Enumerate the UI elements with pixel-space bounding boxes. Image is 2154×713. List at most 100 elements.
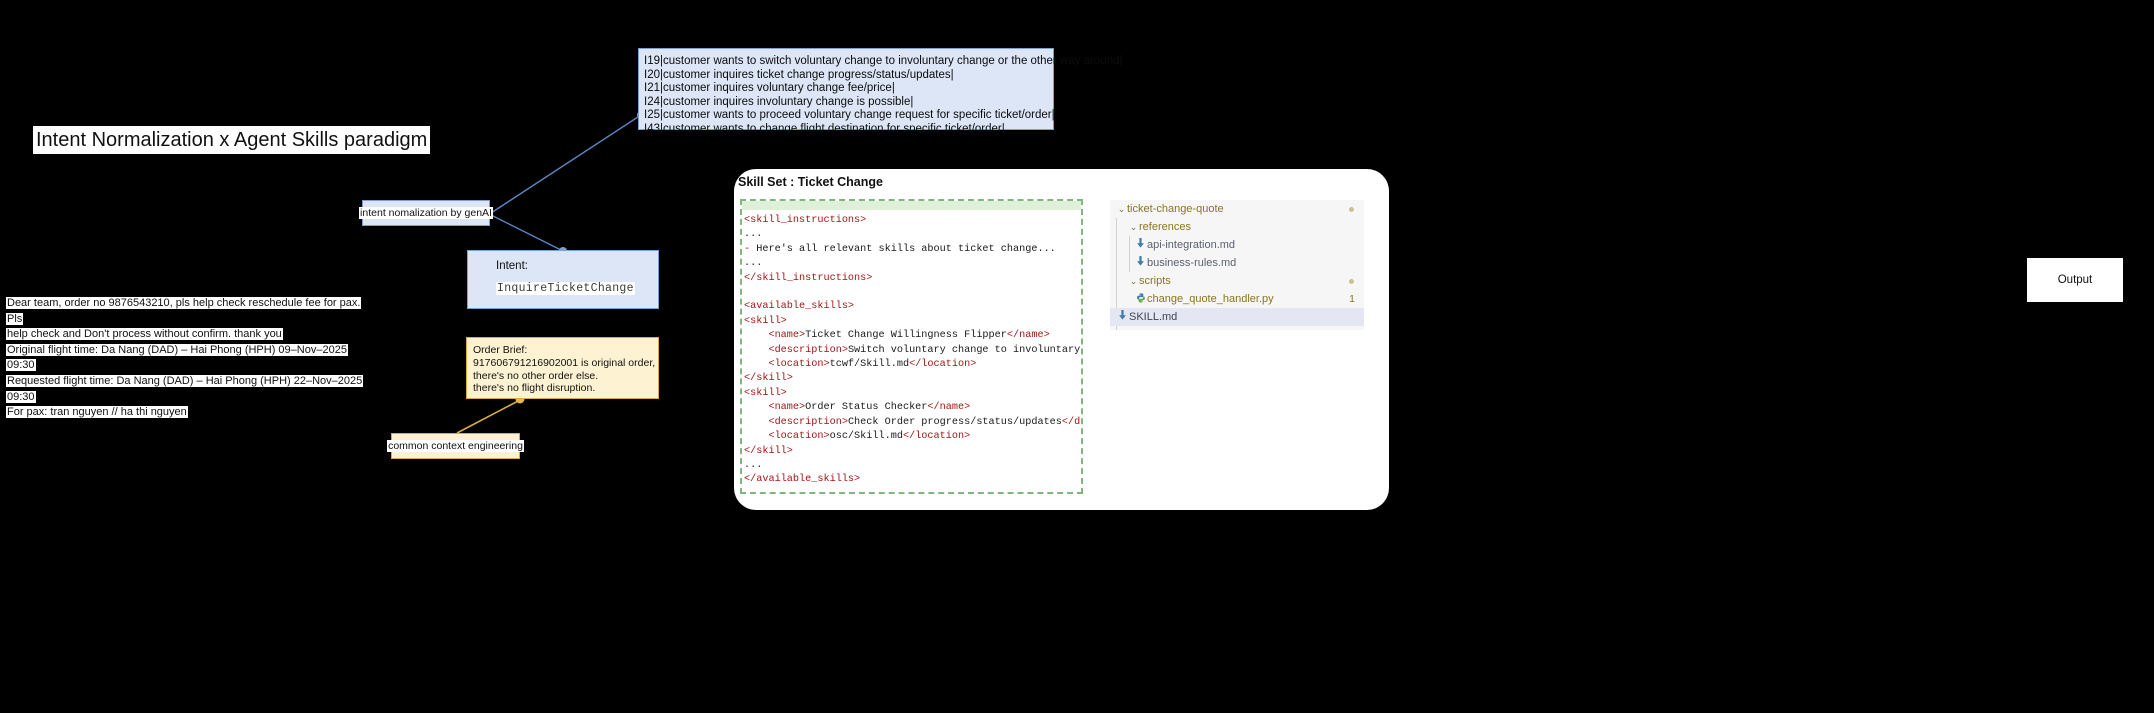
python-file-icon	[1134, 292, 1147, 306]
tree-item-label: ticket-change-quote	[1127, 203, 1224, 215]
email-line: Requested flight time: Da Nang (DAD) – H…	[6, 374, 364, 387]
tree-row-scripts[interactable]: ⌄scripts	[1110, 272, 1364, 290]
skill-instructions-code-block: <skill_instructions>...- Here's all rele…	[740, 199, 1083, 494]
page-title: Intent Normalization x Agent Skills para…	[33, 126, 431, 154]
code-token-tag: <description>	[744, 416, 848, 428]
code-token-txt: tcwf/Skill.md	[829, 359, 910, 371]
code-token-tag: <skill_instructions>	[744, 215, 867, 226]
code-line: <skill_instructions>	[744, 214, 1081, 228]
tree-guide-line	[1129, 236, 1130, 272]
code-line: <available_skills>	[744, 300, 1081, 314]
skill-set-panel-title: Skill Set : Ticket Change	[738, 175, 883, 189]
code-token-txt: Switch voluntary change to involuntary c…	[847, 344, 1083, 356]
code-line: <name>Ticket Change Willingness Flipper<…	[744, 329, 1081, 343]
tree-row-business-rules-md[interactable]: business-rules.md	[1110, 254, 1364, 272]
code-token-tag: <location>	[744, 431, 830, 443]
code-line	[744, 286, 1081, 300]
status-dot-badge	[1349, 278, 1354, 284]
code-token-tag: <available_skills>	[744, 301, 855, 313]
intent-label: Intent:	[496, 260, 528, 272]
code-token-txt: Check Order progress/status/updates	[847, 416, 1062, 428]
intent-normalization-node: intent nomalization by genAI	[359, 200, 493, 226]
code-token-tag: <skill>	[744, 387, 787, 399]
code-token-tag: <name>	[744, 402, 806, 414]
customer-request-text: Dear team, order no 9876543210, pls help…	[6, 296, 366, 421]
intent-list-row: I21|customer inquires voluntary change f…	[644, 82, 895, 95]
count-badge: 1	[1349, 293, 1355, 305]
code-line: </skill>	[744, 372, 1081, 386]
code-token-tag: <location>	[744, 359, 830, 371]
code-token-dots: ...	[744, 258, 763, 270]
tree-row-ticket-change-quote[interactable]: ⌄ticket-change-quote	[1110, 200, 1364, 218]
chevron-down-icon[interactable]: ⌄	[1129, 275, 1138, 286]
tree-row-api-integration-md[interactable]: api-integration.md	[1110, 236, 1364, 254]
code-token-tag: <skill>	[744, 315, 787, 327]
code-token-txt: Order Status Checker	[805, 402, 928, 414]
intent-list-row: I24|customer inquires involuntary change…	[644, 95, 914, 108]
code-token-tag: -	[744, 243, 757, 255]
tree-row-skill-md[interactable]: SKILL.md	[1110, 308, 1364, 326]
code-line: <skill>	[744, 315, 1081, 329]
intent-value: InquireTicketChange	[496, 282, 635, 295]
code-token-tag: </skill>	[744, 373, 793, 385]
code-line: </available_skills>	[744, 473, 1081, 487]
code-line: ...	[744, 228, 1081, 242]
code-line: - Here's all relevant skills about ticke…	[744, 243, 1081, 257]
code-line: <description>Check Order progress/status…	[744, 416, 1081, 430]
connector-genai-to-intent-box	[490, 214, 564, 252]
tree-row-references[interactable]: ⌄references	[1110, 218, 1364, 236]
email-line: help check and Don't process without con…	[6, 328, 283, 341]
code-line: <location>tcwf/Skill.md</location>	[744, 358, 1081, 372]
output-node: Output	[2027, 258, 2123, 302]
normalized-intent-list: I19|customer wants to switch voluntary c…	[638, 48, 1123, 135]
chevron-down-icon[interactable]: ⌄	[1129, 221, 1138, 232]
output-label: Output	[2057, 274, 2093, 286]
tree-item-label: references	[1139, 221, 1191, 233]
code-token-tag: </name>	[927, 402, 971, 414]
intent-list-row: I20|customer inquires ticket change prog…	[644, 68, 954, 81]
code-line: <name>Order Status Checker</name>	[744, 401, 1081, 415]
code-lines-container: <skill_instructions>...- Here's all rele…	[742, 210, 1081, 488]
code-token-tag: </available_skills>	[744, 474, 861, 486]
code-token-dots: ...	[744, 459, 763, 471]
markdown-file-icon	[1134, 238, 1147, 252]
order-brief-line: there's no flight disruption.	[473, 382, 596, 395]
code-token-txt: Ticket Change Willingness Flipper	[805, 330, 1007, 342]
chevron-down-icon[interactable]: ⌄	[1117, 203, 1126, 214]
code-token-tag: </location>	[902, 431, 971, 443]
code-line: <description>Switch voluntary change to …	[744, 344, 1081, 358]
code-token-tag: <name>	[744, 330, 806, 342]
intent-list-row: I19|customer wants to switch voluntary c…	[644, 55, 1123, 67]
email-line: Dear team, order no 9876543210, pls help…	[6, 297, 362, 325]
order-brief-line: there's no other order else.	[473, 369, 599, 382]
connector-genai-to-intent-list	[490, 114, 642, 214]
order-brief-note: Order Brief: 917606791216902001 is origi…	[466, 337, 659, 399]
tree-item-label: api-integration.md	[1147, 239, 1236, 251]
code-line: ...	[744, 459, 1081, 473]
order-brief-line: Order Brief:	[473, 344, 528, 356]
email-line: For pax: tran nguyen // ha thi nguyen	[6, 406, 188, 419]
code-token-tag: </skill>	[744, 445, 793, 457]
code-token-tag: </location>	[909, 359, 977, 371]
common-context-engineering-label: common context engineering	[387, 440, 524, 452]
email-line: 09:30	[6, 390, 36, 403]
intent-list-row: I25|customer wants to proceed voluntary …	[644, 109, 1055, 122]
tree-item-label: business-rules.md	[1147, 257, 1237, 269]
code-token-tag: <description>	[744, 344, 848, 356]
code-line: ...	[744, 257, 1081, 271]
code-token-tag: </name>	[1006, 330, 1050, 342]
code-line: </skill>	[744, 445, 1081, 459]
code-line: </skill_instructions>	[744, 272, 1081, 286]
markdown-file-icon	[1134, 256, 1147, 270]
connector-orderbrief-to-cce	[456, 399, 521, 434]
code-token-tag: </skill_instructions>	[744, 272, 873, 284]
code-token-tag: </desc	[1061, 416, 1081, 428]
tree-item-label: scripts	[1139, 275, 1171, 287]
intent-normalization-label: intent nomalization by genAI	[359, 207, 493, 219]
common-context-engineering-node: common context engineering	[387, 433, 524, 459]
code-token-txt: Here's all relevant skills about ticket …	[756, 243, 1056, 255]
code-token-dots: ...	[744, 229, 763, 241]
